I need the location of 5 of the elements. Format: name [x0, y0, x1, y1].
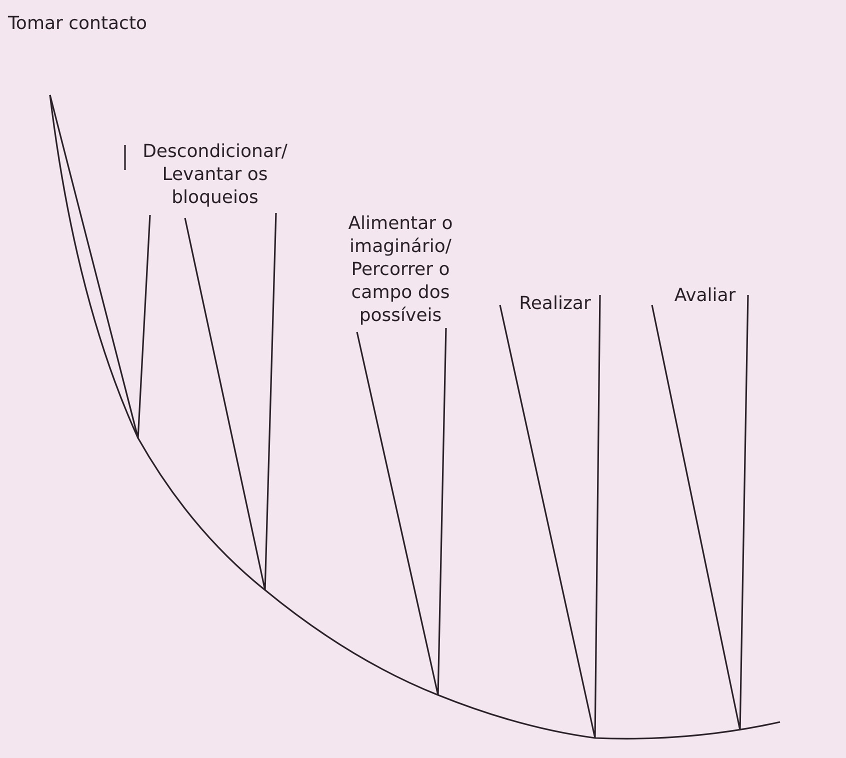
step-label: Descondicionar/ Levantar os bloqueios — [142, 140, 288, 209]
step-label: Avaliar — [673, 284, 737, 307]
step-label: Tomar contacto — [8, 12, 148, 35]
step-label: Realizar — [518, 292, 592, 315]
step-label: Alimentar o imaginário/ Percorrer o campo dos possíveis — [347, 212, 454, 327]
